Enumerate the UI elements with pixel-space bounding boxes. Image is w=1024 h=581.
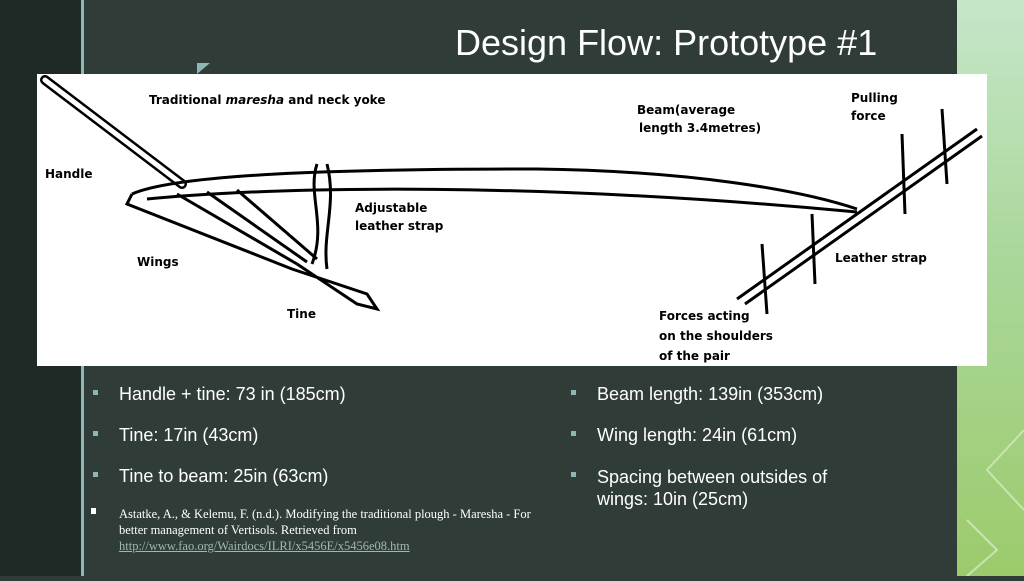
label-leather-strap: Leather strap [835, 251, 927, 265]
bullet-right-1: Beam length: 139in (353cm) [571, 384, 823, 405]
bullet-left-3: Tine to beam: 25in (63cm) [93, 466, 328, 487]
plough-diagram: Traditional maresha and neck yoke Handle… [37, 74, 987, 366]
label-wings: Wings [137, 255, 179, 269]
label-beam: Beam(average [637, 103, 735, 117]
svg-text:Traditional maresha and neck y: Traditional maresha and neck yoke [149, 93, 385, 107]
triangle-decor-icon [197, 63, 210, 74]
label-tine: Tine [287, 307, 316, 321]
bullet-left-2: Tine: 17in (43cm) [93, 425, 258, 446]
label-strap: Adjustable [355, 201, 427, 215]
label-strap-2: leather strap [355, 219, 444, 233]
bullet-right-2: Wing length: 24in (61cm) [571, 425, 797, 446]
reference-link[interactable]: http://www.fao.org/Wairdocs/ILRI/x5456E/… [119, 539, 410, 553]
label-pulling: Pulling [851, 91, 898, 105]
label-beam-2: length 3.4metres) [639, 121, 761, 135]
label-handle: Handle [45, 167, 93, 181]
label-forces: Forces acting [659, 309, 750, 323]
reference: Astatke, A., & Kelemu, F. (n.d.). Modify… [91, 506, 539, 554]
label-forces-3: of the pair [659, 349, 730, 363]
bullet-right-3: Spacing between outsides of wings: 10in … [571, 466, 867, 510]
slide-title: Design Flow: Prototype #1 [455, 22, 878, 63]
label-pulling-2: force [851, 109, 886, 123]
label-forces-2: on the shoulders [659, 329, 773, 343]
bullet-left-1: Handle + tine: 73 in (185cm) [93, 384, 346, 405]
